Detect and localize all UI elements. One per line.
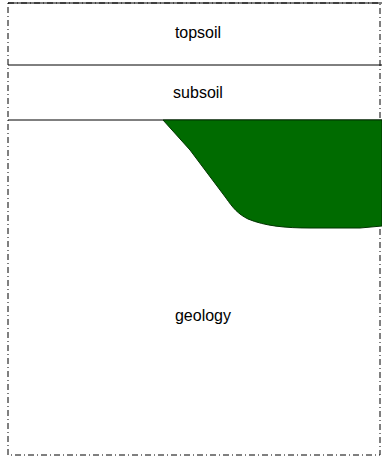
layer-label: geology bbox=[175, 306, 231, 325]
cut-feature bbox=[163, 120, 382, 228]
soil-layer: topsoil bbox=[8, 3, 380, 65]
section-border bbox=[8, 3, 380, 455]
layer-label: topsoil bbox=[175, 23, 221, 42]
layer-label: subsoil bbox=[173, 83, 223, 102]
soil-layer: geology bbox=[8, 120, 380, 455]
soil-layer: subsoil bbox=[8, 65, 380, 120]
ground-surface bbox=[8, 3, 382, 4]
layer-boundary bbox=[8, 65, 382, 66]
